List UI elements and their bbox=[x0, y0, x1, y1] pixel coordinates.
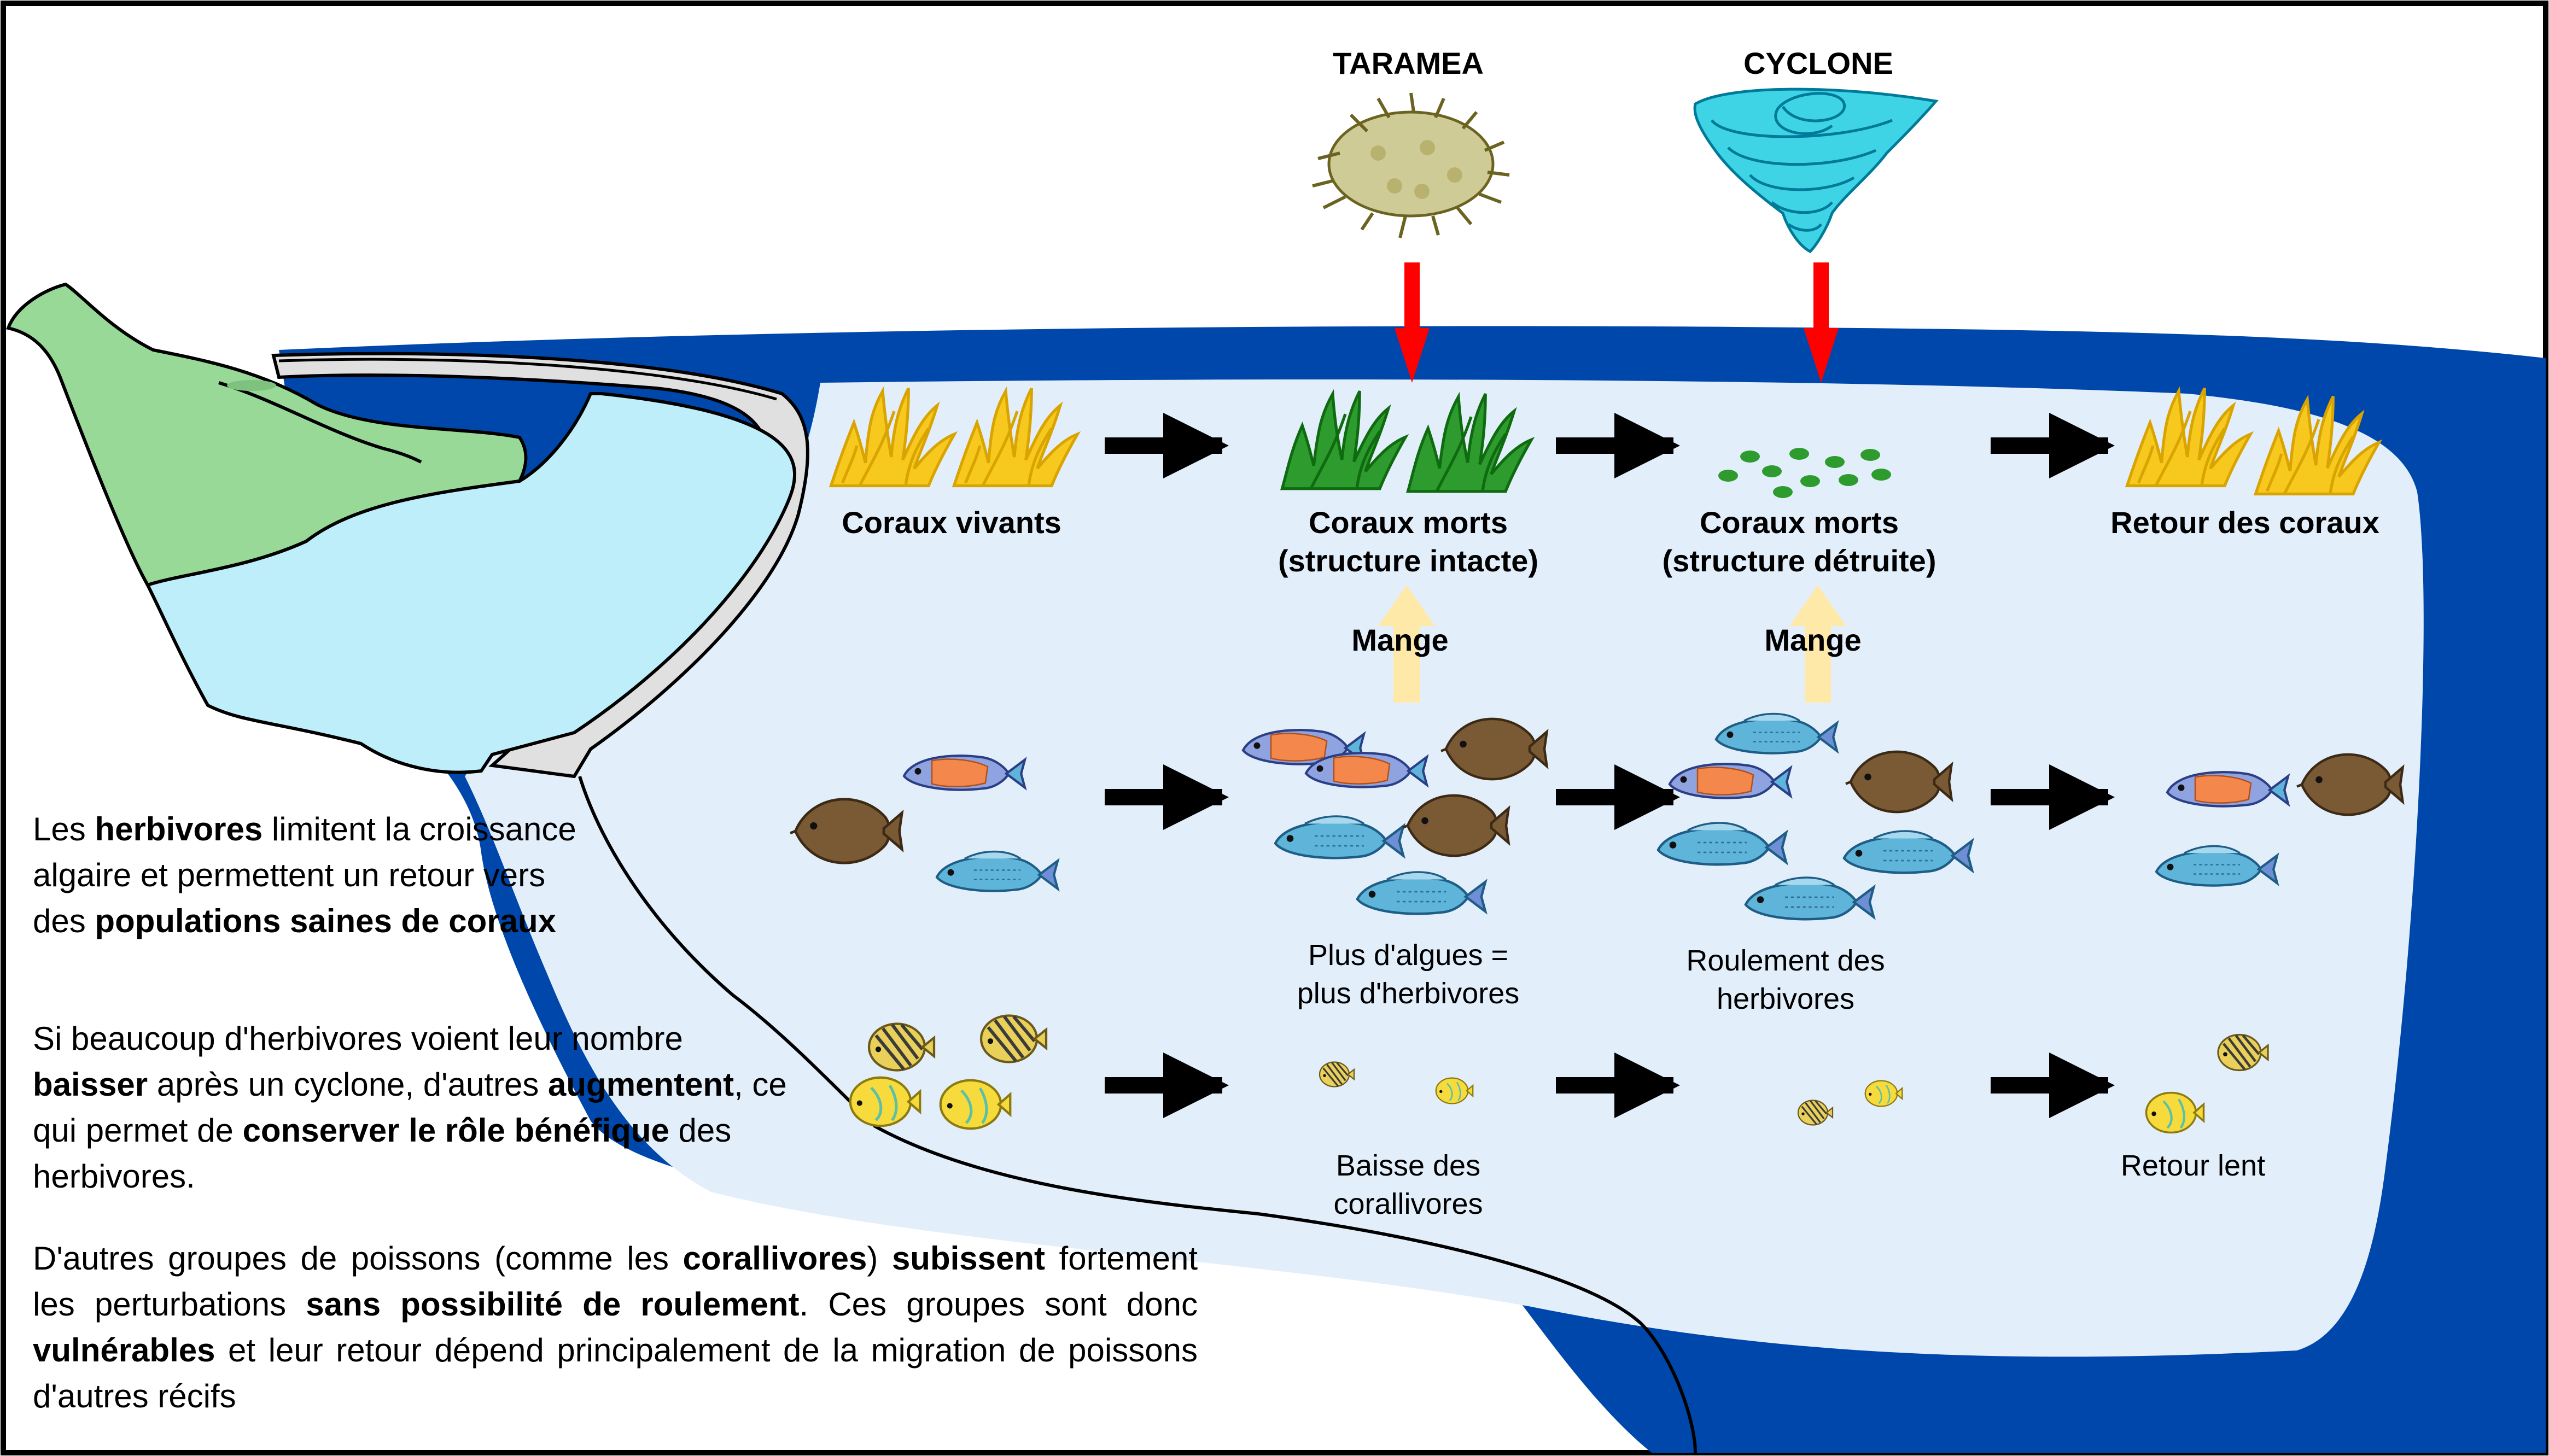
p3-bold-1: corallivores bbox=[683, 1240, 867, 1277]
turnover-line1: Roulement des bbox=[1686, 944, 1885, 977]
stage-return-label: Retour des coraux bbox=[2110, 505, 2379, 540]
p1-text-1: Les bbox=[33, 811, 95, 847]
p1-text-2: limitent la croissance algaire et permet… bbox=[33, 811, 576, 939]
turnover-line2: herbivores bbox=[1717, 983, 1854, 1015]
cyclone-icon bbox=[1693, 87, 1939, 254]
cyclone-disturbance: CYCLONE bbox=[1693, 46, 1939, 254]
cyclone-label: CYCLONE bbox=[1743, 46, 1893, 80]
decline-line1: Baisse des bbox=[1336, 1149, 1480, 1182]
more-algae-line1: Plus d'algues = bbox=[1308, 939, 1508, 972]
p2-bold-3: conserver le rôle bénéfique bbox=[242, 1112, 669, 1149]
eats-left-label: Mange bbox=[1351, 623, 1448, 657]
stage-live-label: Coraux vivants bbox=[842, 505, 1061, 540]
p3-bold-4: vulnérables bbox=[33, 1332, 215, 1369]
shoreline bbox=[578, 776, 1697, 1453]
p1-bold-2: populations saines de coraux bbox=[95, 903, 556, 939]
slow-return-label: Retour lent bbox=[2121, 1149, 2265, 1182]
eat-arrow-left bbox=[1378, 585, 1435, 703]
stage-dead-destroyed-line1: Coraux morts bbox=[1700, 505, 1899, 540]
p3-text-1: D'autres groupes de poissons (comme les bbox=[33, 1240, 683, 1277]
paragraph-corallivores: D'autres groupes de poissons (comme les … bbox=[33, 1236, 1198, 1419]
decline-line2: corallivores bbox=[1333, 1188, 1483, 1220]
p3-bold-2: subissent bbox=[891, 1240, 1046, 1277]
p2-bold-1: baisser bbox=[33, 1066, 148, 1103]
p3-text-3: fortement les perturbations bbox=[33, 1240, 1198, 1323]
p2-text-3: , ce qui permet de bbox=[33, 1066, 787, 1149]
p3-text-5: et leur retour dépend principalement de … bbox=[33, 1332, 1198, 1414]
crown-of-thorns-starfish-icon bbox=[1312, 92, 1510, 238]
island bbox=[5, 282, 796, 774]
paragraph-herbivore-turnover: Si beaucoup d'herbivores voient leur nom… bbox=[33, 1016, 788, 1200]
stage-dead-intact-line2: (structure intacte) bbox=[1278, 543, 1538, 578]
stage-dead-intact-line1: Coraux morts bbox=[1309, 505, 1508, 540]
p3-text-2: ) bbox=[867, 1240, 892, 1277]
p2-text-2: après un cyclone, d'autres bbox=[148, 1066, 549, 1103]
more-algae-line2: plus d'herbivores bbox=[1297, 977, 1520, 1010]
p2-text-1: Si beaucoup d'herbivores voient leur nom… bbox=[33, 1020, 683, 1057]
taramea-disturbance: TARAMEA bbox=[1312, 46, 1510, 238]
eat-arrow-right bbox=[1789, 585, 1846, 703]
stage-dead-destroyed-line2: (structure détruite) bbox=[1663, 543, 1936, 578]
p3-text-4: . Ces groupes sont donc bbox=[799, 1286, 1198, 1323]
p3-bold-3: sans possibilité de roulement bbox=[306, 1286, 800, 1323]
paragraph-herbivores-role: Les herbivores limitent la croissance al… bbox=[33, 806, 591, 944]
eats-right-label: Mange bbox=[1764, 623, 1861, 657]
p2-bold-2: augmentent bbox=[548, 1066, 734, 1103]
reef-crest bbox=[271, 352, 809, 779]
taramea-label: TARAMEA bbox=[1333, 46, 1484, 80]
p1-bold-1: herbivores bbox=[95, 811, 263, 847]
red-arrow-taramea bbox=[1395, 262, 1430, 383]
red-arrow-cyclone bbox=[1804, 262, 1839, 383]
p2-text-4: des herbivores. bbox=[33, 1112, 732, 1195]
